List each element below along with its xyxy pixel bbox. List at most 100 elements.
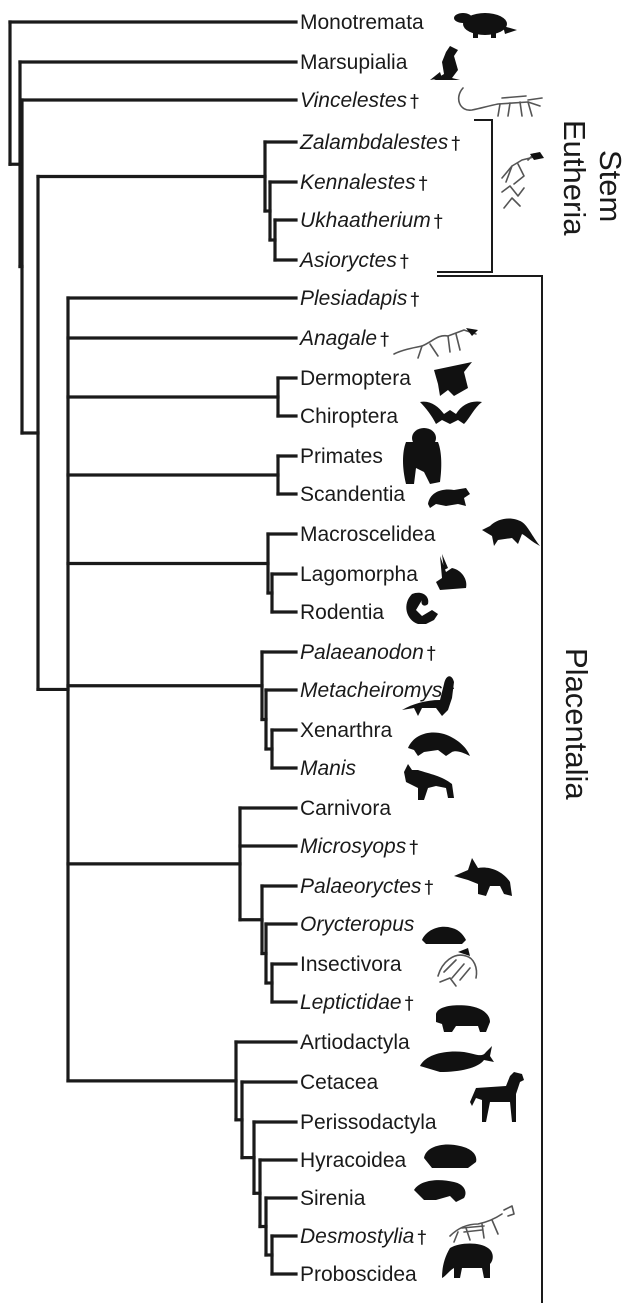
taxon-name: Proboscidea <box>300 1263 417 1286</box>
desmostylian-skeleton-icon <box>450 1206 514 1242</box>
extinct-dagger: † <box>400 251 409 272</box>
extinct-dagger: † <box>410 91 419 112</box>
taxon-name: Desmostylia <box>300 1225 414 1248</box>
elephant-icon <box>442 1244 493 1279</box>
taxon-label-asioryctes: Asioryctes† <box>298 249 409 272</box>
colugo-icon <box>434 362 472 396</box>
extinct-dagger: † <box>380 329 389 350</box>
manatee-icon <box>414 1180 466 1202</box>
extinct-dagger: † <box>419 173 428 194</box>
extinct-dagger: † <box>409 837 418 858</box>
taxon-name: Leptictidae <box>300 991 402 1014</box>
taxon-label-cetacea: Cetacea <box>300 1071 379 1094</box>
taxon-label-macroscelidea: Macroscelidea <box>300 523 436 546</box>
taxon-label-metacheiromys: Metacheiromys† <box>300 679 454 702</box>
taxon-label-vincelestes: Vincelestes† <box>300 89 419 112</box>
taxon-name: Marsupialia <box>300 51 408 74</box>
taxon-name: Anagale <box>298 327 377 350</box>
treeshrew-icon <box>428 488 470 508</box>
cat-icon <box>404 764 454 800</box>
hedgehog-icon <box>422 927 466 944</box>
taxon-labels: MonotremataMarsupialiaVincelestes†Zalamb… <box>298 11 460 1286</box>
taxon-label-carnivora: Carnivora <box>300 797 391 820</box>
taxon-label-palaeanodon: Palaeanodon† <box>300 641 436 664</box>
taxon-name: Macroscelidea <box>300 523 436 546</box>
hyrax-icon <box>424 1145 476 1169</box>
stem-eutheria-line1: Stem <box>593 150 628 222</box>
taxon-name: Ukhaatherium <box>300 209 431 232</box>
stem-eutherian-skeleton-icon <box>502 152 544 208</box>
taxon-label-leptictidae: Leptictidae† <box>300 991 414 1014</box>
taxon-label-sirenia: Sirenia <box>300 1187 366 1210</box>
elephant-shrew-icon <box>482 519 540 546</box>
taxon-name: Perissodactyla <box>300 1111 437 1134</box>
taxon-name: Primates <box>300 445 383 468</box>
taxon-label-lagomorpha: Lagomorpha <box>300 563 418 586</box>
taxon-label-ukhaatherium: Ukhaatherium† <box>300 209 443 232</box>
taxon-label-orycteropus: Orycteropus <box>300 913 415 936</box>
pangolin-icon <box>408 733 470 756</box>
taxon-label-microsyops: Microsyops† <box>300 835 418 858</box>
kangaroo-icon <box>430 46 460 80</box>
taxon-label-proboscidea: Proboscidea <box>300 1263 417 1286</box>
taxon-name: Insectivora <box>300 953 402 976</box>
leptictid-skeleton-icon <box>438 948 477 986</box>
placentalia-label: Placentalia <box>559 648 594 800</box>
vincelestes-skeleton-icon <box>459 88 542 116</box>
taxon-name: Chiroptera <box>300 405 398 428</box>
taxon-name: Lagomorpha <box>300 563 418 586</box>
taxon-label-marsupialia: Marsupialia <box>300 51 408 74</box>
gorilla-icon <box>403 428 441 484</box>
taxon-label-insectivora: Insectivora <box>300 953 402 976</box>
taxon-name: Artiodactyla <box>300 1031 410 1054</box>
taxon-name: Scandentia <box>300 483 405 506</box>
tree-branches <box>10 22 296 1274</box>
extinct-dagger: † <box>405 993 414 1014</box>
taxon-label-manis: Manis <box>300 757 357 780</box>
extinct-dagger: † <box>410 289 419 310</box>
taxon-name: Metacheiromys <box>300 679 443 702</box>
taxon-name: Sirenia <box>300 1187 366 1210</box>
extinct-dagger: † <box>424 877 433 898</box>
taxon-name: Kennalestes <box>300 171 416 194</box>
taxon-name: Carnivora <box>300 797 391 820</box>
rabbit-icon <box>436 554 466 590</box>
taxon-name: Cetacea <box>300 1071 379 1094</box>
taxon-name: Palaeoryctes <box>300 875 422 898</box>
taxon-label-zalambdalestes: Zalambdalestes† <box>299 131 460 154</box>
whale-icon <box>420 1046 494 1072</box>
taxon-label-palaeoryctes: Palaeoryctes† <box>300 875 433 898</box>
taxon-label-kennalestes: Kennalestes† <box>300 171 428 194</box>
bat-icon <box>420 402 482 425</box>
taxon-label-chiroptera: Chiroptera <box>300 405 398 428</box>
taxon-name: Dermoptera <box>300 367 411 390</box>
taxon-name: Orycteropus <box>300 913 415 936</box>
taxon-label-perissodactyla: Perissodactyla <box>300 1111 437 1134</box>
extinct-dagger: † <box>427 643 436 664</box>
extinct-dagger: † <box>451 133 460 154</box>
taxon-name: Microsyops <box>300 835 407 858</box>
taxon-label-rodentia: Rodentia <box>300 601 384 624</box>
taxon-name: Palaeanodon <box>300 641 424 664</box>
taxon-name: Manis <box>300 757 357 780</box>
taxon-name: Zalambdalestes <box>299 131 449 154</box>
taxon-label-xenarthra: Xenarthra <box>300 719 393 742</box>
taxon-label-anagale: Anagale† <box>298 327 389 350</box>
squirrel-icon <box>406 593 438 624</box>
horse-icon <box>470 1072 524 1122</box>
taxon-name: Xenarthra <box>300 719 393 742</box>
hippo-icon <box>436 1005 490 1032</box>
taxon-label-monotremata: Monotremata <box>300 11 424 34</box>
taxon-name: Vincelestes <box>300 89 408 112</box>
taxon-label-artiodactyla: Artiodactyla <box>300 1031 410 1054</box>
anagale-skeleton-icon <box>394 328 478 358</box>
taxon-label-scandentia: Scandentia <box>300 483 405 506</box>
taxon-name: Asioryctes <box>298 249 397 272</box>
taxon-label-hyracoidea: Hyracoidea <box>300 1149 407 1172</box>
taxon-label-desmostylia: Desmostylia† <box>300 1225 426 1248</box>
taxon-name: Rodentia <box>300 601 384 624</box>
extinct-dagger: † <box>417 1227 426 1248</box>
stem-eutheria-line2: Eutheria <box>557 120 592 236</box>
taxon-label-dermoptera: Dermoptera <box>300 367 411 390</box>
taxon-label-primates: Primates <box>300 445 383 468</box>
